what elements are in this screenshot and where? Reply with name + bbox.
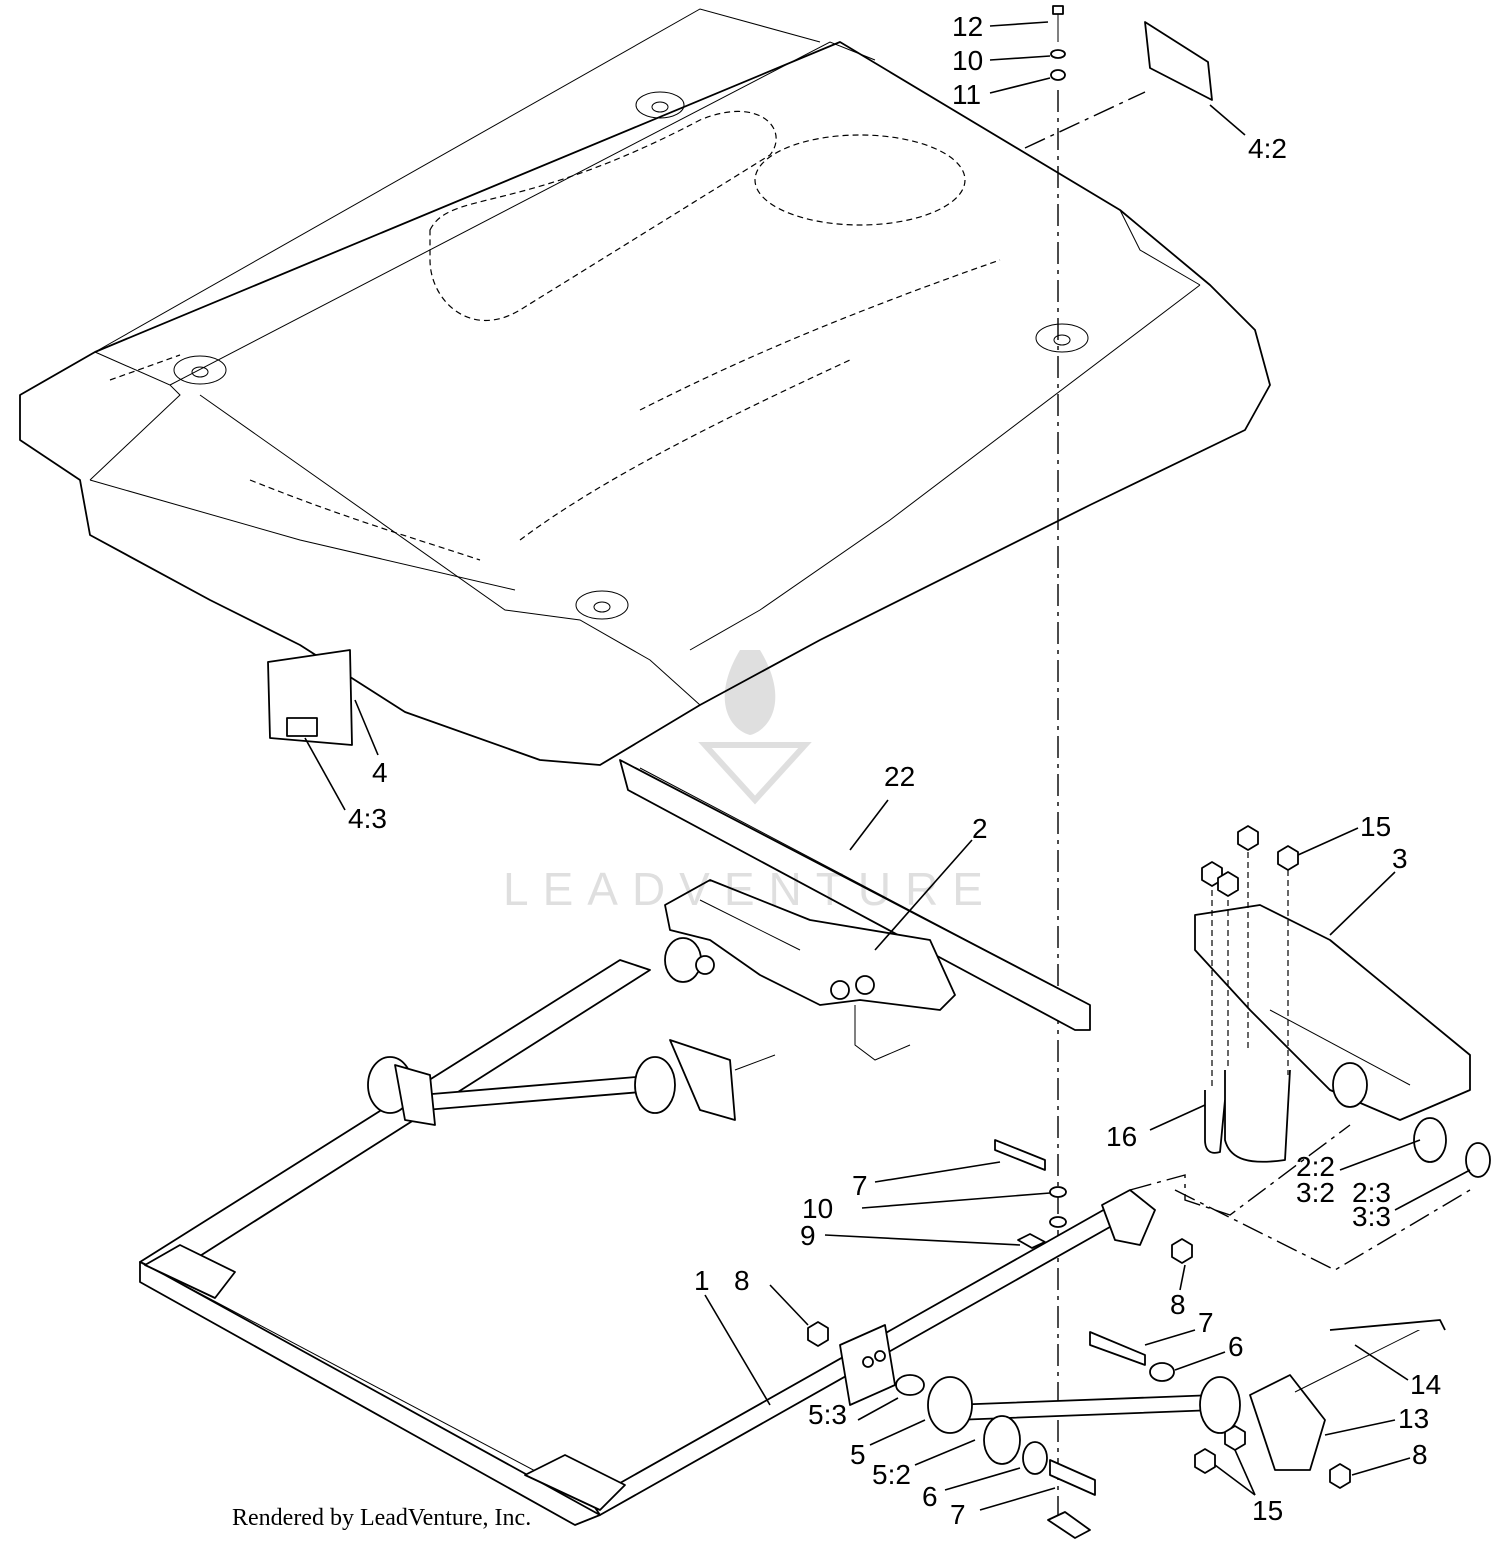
callout-1: 1 [694, 1265, 710, 1296]
callout-4: 4 [372, 757, 388, 788]
callout-3-3: 3:3 [1352, 1201, 1391, 1232]
callout-16: 16 [1106, 1121, 1137, 1152]
callout-3: 3 [1392, 843, 1408, 874]
callout-2: 2 [972, 813, 988, 844]
strap-part-22 [619, 759, 1091, 1031]
seat-bracket-right [1194, 904, 1491, 1178]
watermark: LEADVENTURE [503, 650, 997, 915]
callout-2-2: 2:2 [1296, 1151, 1335, 1182]
suspension-rod-front [367, 1039, 776, 1126]
watermark-text: LEADVENTURE [503, 863, 997, 915]
callout-11: 11 [952, 79, 981, 110]
callout-15: 15 [1360, 811, 1391, 842]
callout-6: 6 [922, 1481, 938, 1512]
callout-9: 9 [800, 1220, 816, 1251]
seat-bracket-left [664, 879, 956, 1061]
callout-12: 12 [952, 11, 983, 42]
nut-part-8 [1329, 1463, 1351, 1489]
callout-5-2: 5:2 [872, 1459, 911, 1490]
callout-5: 5 [850, 1439, 866, 1470]
seat-round-boss [754, 134, 966, 226]
mount-hole [575, 590, 629, 620]
u-bolt-part-16 [1204, 852, 1291, 1163]
callout-10: 10 [802, 1193, 833, 1224]
clip-part-9 [1017, 1233, 1046, 1249]
callout-14: 14 [1410, 1369, 1441, 1400]
callout-15: 15 [1252, 1495, 1283, 1526]
suspension-rod-rear [895, 1321, 1436, 1471]
nut-part-8 [1171, 1238, 1193, 1264]
callout-8: 8 [734, 1265, 750, 1296]
nut-part-8 [807, 1321, 829, 1347]
render-credit: Rendered by LeadVenture, Inc. [232, 1505, 532, 1531]
washer-part-10 [1049, 1186, 1067, 1198]
callout-3-2: 3:2 [1296, 1177, 1335, 1208]
callout-labels: 12 10 11 4:2 4 4:3 22 2 15 3 16 7 10 9 2… [348, 11, 1441, 1530]
nut-part-15 [1224, 1425, 1246, 1451]
leader-lines [304, 21, 1471, 1511]
callout-5-3: 5:3 [808, 1399, 847, 1430]
callout-7: 7 [950, 1499, 966, 1530]
mount-hole [173, 355, 227, 385]
callout-10: 10 [952, 45, 983, 76]
callout-13: 13 [1398, 1403, 1429, 1434]
callout-2-3: 2:3 [1352, 1177, 1391, 1208]
callout-7: 7 [1198, 1307, 1214, 1338]
decal-label-patch [286, 717, 318, 737]
nut-part-15 [1194, 1448, 1216, 1474]
washer-part-6 [1149, 1362, 1175, 1382]
callout-22: 22 [884, 761, 915, 792]
seat-frame-part-1 [139, 959, 1156, 1539]
callout-7: 7 [852, 1170, 868, 1201]
callout-8: 8 [1412, 1439, 1428, 1470]
mount-hole [1035, 323, 1089, 353]
callout-4-2: 4:2 [1248, 133, 1287, 164]
seat-recess-outline [429, 110, 777, 322]
rod-part-14 [1329, 1319, 1446, 1331]
washer-part-6 [1022, 1441, 1048, 1475]
callout-6: 6 [1228, 1331, 1244, 1362]
mount-hole [635, 91, 685, 119]
bolt-part-7 [994, 1139, 1146, 1496]
callout-4-3: 4:3 [348, 803, 387, 834]
callout-8: 8 [1170, 1289, 1186, 1320]
decal-part-4-2 [1144, 21, 1213, 101]
seat-cover-part [19, 8, 1271, 766]
bolt-stack-top [1050, 5, 1066, 81]
nut-set-15 [1201, 825, 1299, 897]
